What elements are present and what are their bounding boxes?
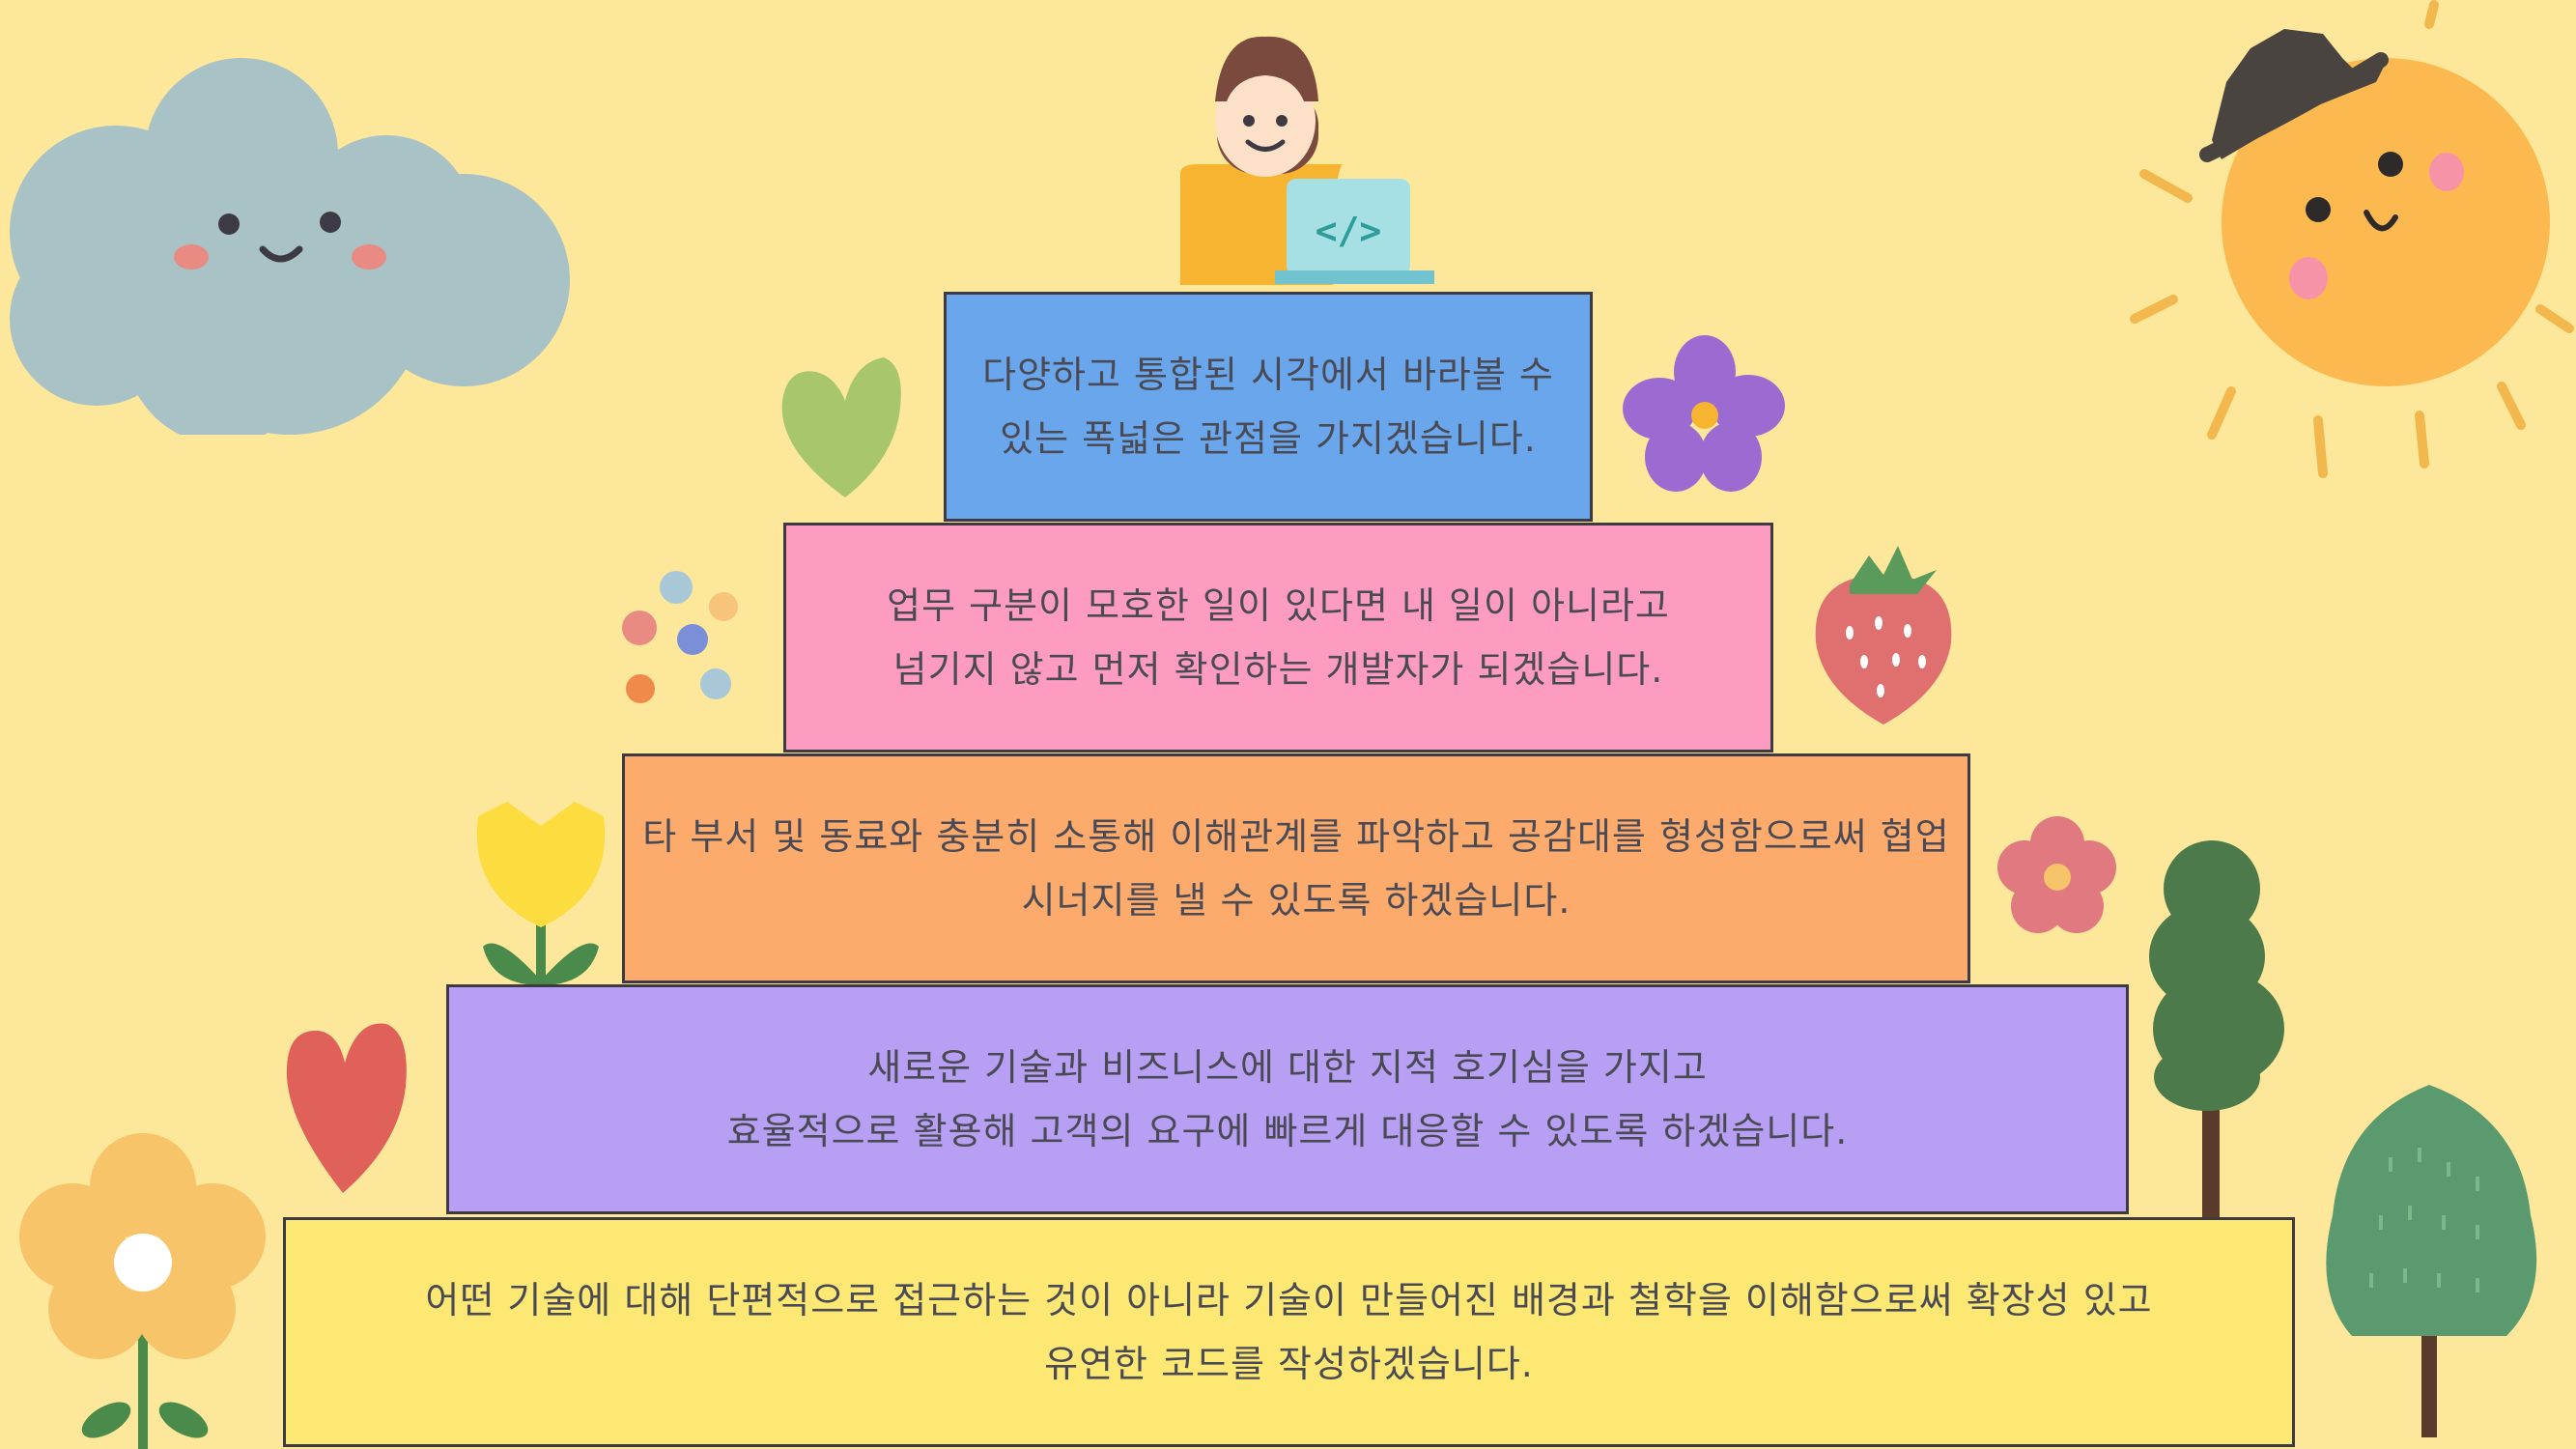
pyramid-tier-1: 다양하고 통합된 시각에서 바라볼 수 있는 폭넓은 관점을 가지겠습니다. xyxy=(944,292,1593,522)
tier-5-line-2: 유연한 코드를 작성하겠습니다. xyxy=(1044,1343,1534,1385)
tall-tree-icon xyxy=(2149,840,2284,1222)
pink-flower-icon xyxy=(1997,816,2116,933)
tier-2-line-1: 업무 구분이 모호한 일이 있다면 내 일이 아니라고 xyxy=(887,584,1670,627)
tier-5-line-1: 어떤 기술에 대해 단편적으로 접근하는 것이 아니라 기술이 만들어진 배경과… xyxy=(425,1279,2153,1321)
tier-4-line-1: 새로운 기술과 비즈니스에 대한 지적 호기심을 가지고 xyxy=(867,1046,1708,1089)
tier-3-line-1: 타 부서 및 동료와 충분히 소통해 이해관계를 파악하고 공감대를 형성함으로… xyxy=(642,815,1950,858)
big-flower-icon xyxy=(19,1133,266,1449)
pyramid-tier-4: 새로운 기술과 비즈니스에 대한 지적 호기심을 가지고 효율적으로 활용해 고… xyxy=(446,984,2129,1214)
tier-2-line-2: 넘기지 않고 먼저 확인하는 개발자가 되겠습니다. xyxy=(892,648,1664,691)
pyramid-tier-5: 어떤 기술에 대해 단편적으로 접근하는 것이 아니라 기술이 만들어진 배경과… xyxy=(283,1217,2295,1447)
pyramid-tier-2: 업무 구분이 모호한 일이 있다면 내 일이 아니라고 넘기지 않고 먼저 확인… xyxy=(783,523,1773,753)
pine-tree-icon xyxy=(2326,1085,2537,1437)
tier-4-line-2: 효율적으로 활용해 고객의 요구에 빠르게 대응할 수 있도록 하겠습니다. xyxy=(726,1110,1849,1152)
tier-1-line-1: 다양하고 통합된 시각에서 바라볼 수 xyxy=(982,354,1554,396)
cloud-character-icon xyxy=(10,58,570,435)
pyramid-tier-3: 타 부서 및 동료와 충분히 소통해 이해관계를 파악하고 공감대를 형성함으로… xyxy=(622,753,1970,983)
yellow-tulip-icon xyxy=(476,802,606,985)
confetti-dots-icon xyxy=(622,571,738,703)
red-heart-icon xyxy=(286,1023,407,1193)
svg-text:</>: </> xyxy=(1316,210,1382,252)
developer-with-laptop-icon: </> xyxy=(1180,36,1434,285)
strawberry-icon xyxy=(1815,546,1952,724)
green-heart-icon xyxy=(781,357,901,497)
tier-3-line-2: 시너지를 낼 수 있도록 하겠습니다. xyxy=(1021,879,1571,922)
sun-character-icon xyxy=(2130,0,2574,478)
purple-flower-icon xyxy=(1623,335,1785,492)
tier-1-line-2: 있는 폭넓은 관점을 가지겠습니다. xyxy=(1000,417,1537,460)
